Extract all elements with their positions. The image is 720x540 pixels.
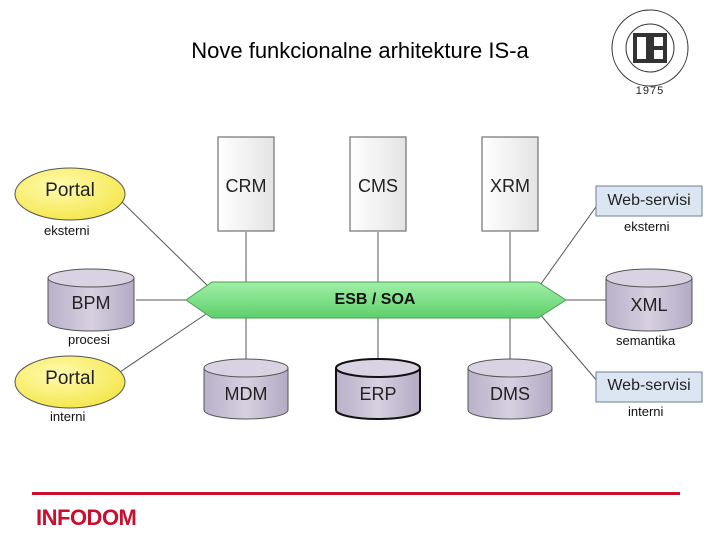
erp-label: ERP	[359, 384, 397, 404]
esb-soa-bus[interactable]	[185, 281, 567, 319]
webservices-external-caption: eksterni	[624, 219, 670, 234]
bpm-label: BPM	[71, 293, 111, 313]
dms-label: DMS	[490, 384, 530, 404]
xml-database[interactable]	[605, 268, 693, 332]
esb-soa-label: ESB / SOA	[334, 291, 416, 308]
webservices-external-label: Web-servisi	[607, 192, 691, 209]
webservices-internal-node[interactable]	[595, 371, 703, 403]
webservices-internal-label: Web-servisi	[607, 377, 691, 394]
webservices-internal-caption: interni	[628, 404, 664, 419]
link-portal-external	[119, 199, 213, 291]
crm-box[interactable]	[217, 136, 275, 232]
cms-label: CMS	[358, 176, 398, 196]
bpm-caption: procesi	[68, 332, 110, 347]
xml-caption: semantika	[616, 333, 676, 348]
dms-database[interactable]	[467, 358, 553, 420]
link-webservices-external	[537, 203, 599, 289]
erp-database[interactable]	[335, 358, 421, 420]
xrm-box[interactable]	[481, 136, 539, 232]
mdm-database[interactable]	[203, 358, 289, 420]
logo-year: 1975	[635, 85, 665, 97]
portal-external-node[interactable]	[14, 167, 126, 221]
xml-label: XML	[630, 295, 668, 315]
portal-internal-caption: interni	[50, 409, 86, 424]
connector-lines	[119, 199, 606, 383]
infodom-logo: INFODOM	[36, 505, 137, 530]
footer-divider	[32, 492, 680, 495]
page-title: Nove funkcionalne arhitekture IS-a	[191, 38, 529, 63]
bpm-database[interactable]	[47, 268, 135, 332]
portal-external-label: Portal	[45, 180, 95, 201]
portal-external-caption: eksterni	[44, 223, 90, 238]
portal-internal-node[interactable]	[14, 355, 126, 409]
link-webservices-internal	[537, 311, 599, 383]
portal-internal-label: Portal	[45, 368, 95, 389]
xrm-label: XRM	[490, 176, 530, 196]
link-portal-internal	[119, 309, 213, 373]
hiz-logo	[611, 9, 689, 87]
crm-label: CRM	[225, 176, 267, 196]
webservices-external-node[interactable]	[595, 185, 703, 217]
mdm-label: MDM	[224, 384, 268, 404]
cms-box[interactable]	[349, 136, 407, 232]
